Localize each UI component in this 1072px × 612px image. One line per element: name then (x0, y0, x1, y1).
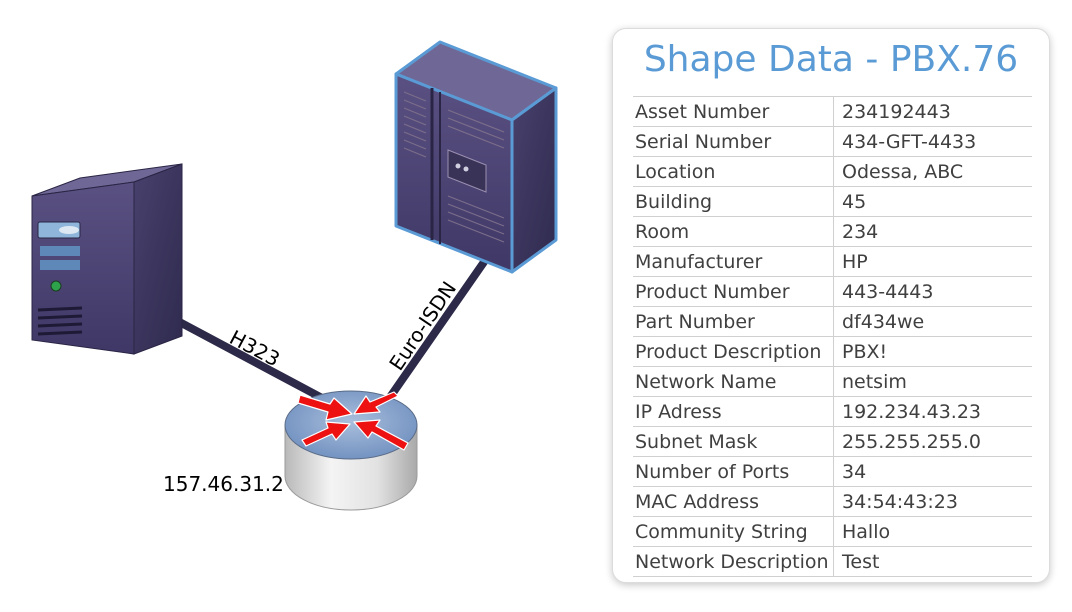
field-value[interactable]: 45 (833, 186, 1032, 217)
server-icon[interactable] (31, 163, 183, 355)
field-value[interactable]: netsim (833, 366, 1032, 397)
field-name: Number of Ports (633, 456, 834, 487)
field-name: Subnet Mask (633, 426, 834, 457)
field-value[interactable]: 234 (833, 216, 1032, 247)
field-name: Network Name (633, 366, 834, 397)
router-icon[interactable] (284, 390, 418, 511)
field-value[interactable]: df434we (833, 306, 1032, 337)
pbx-cabinet-icon[interactable] (394, 40, 558, 274)
field-value[interactable]: Hallo (833, 516, 1032, 547)
field-name: Serial Number (633, 126, 834, 157)
field-name: Part Number (633, 306, 834, 337)
field-name: Community String (633, 516, 834, 547)
network-diagram: H323 Euro-ISDN (31, 40, 558, 511)
link-h323[interactable] (168, 314, 326, 402)
field-name: Product Number (633, 276, 834, 307)
field-value[interactable]: 234192443 (833, 96, 1032, 127)
field-value[interactable]: Odessa, ABC (833, 156, 1032, 187)
field-name: Room (633, 216, 834, 247)
field-value[interactable]: 255.255.255.0 (833, 426, 1032, 457)
field-name: Network Description (633, 546, 834, 577)
field-value[interactable]: 192.234.43.23 (833, 396, 1032, 427)
panel-title: Shape Data - PBX.76 (643, 39, 1019, 80)
field-value[interactable]: Test (833, 546, 1032, 577)
field-value[interactable]: 443-4443 (833, 276, 1032, 307)
field-value[interactable]: 34:54:43:23 (833, 486, 1032, 517)
field-name: IP Adress (633, 396, 834, 427)
field-value[interactable]: 34 (833, 456, 1032, 487)
router-ip-label: 157.46.31.2 (163, 472, 284, 496)
link-label-euro-isdn: Euro-ISDN (384, 277, 461, 375)
field-value[interactable]: 434-GFT-4433 (833, 126, 1032, 157)
field-value[interactable]: PBX! (833, 336, 1032, 367)
field-name: Product Description (633, 336, 834, 367)
link-euro-isdn[interactable] (384, 258, 488, 404)
field-value[interactable]: HP (833, 246, 1032, 277)
field-name: Location (633, 156, 834, 187)
field-name: Manufacturer (633, 246, 834, 277)
field-name: Asset Number (633, 96, 834, 127)
field-name: MAC Address (633, 486, 834, 517)
field-name: Building (633, 186, 834, 217)
router-arrows-icon (297, 391, 409, 451)
